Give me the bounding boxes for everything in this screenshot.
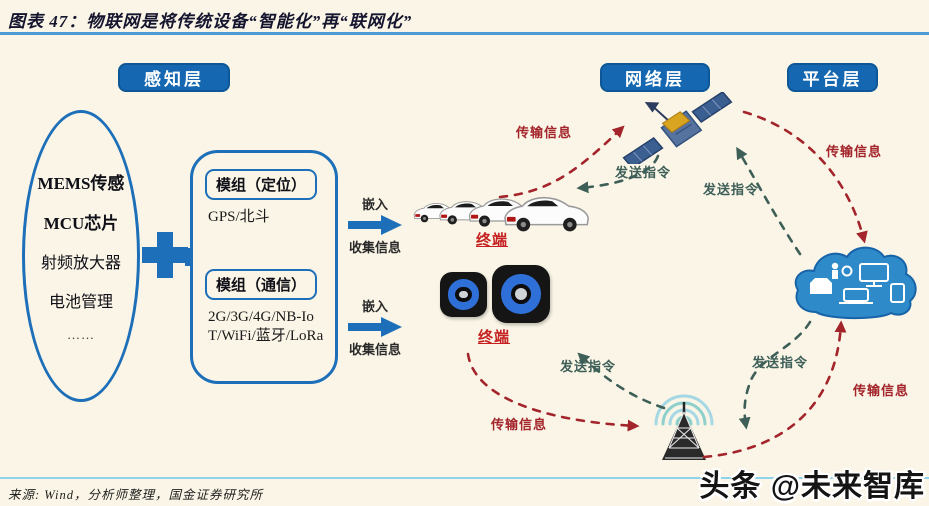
speaker-ring — [501, 274, 541, 314]
figure-title: 图表 47：物联网是将传统设备“智能化”再“联网化” — [8, 12, 413, 31]
module-positioning-body: GPS/北斗 — [208, 209, 270, 225]
collect-info-label: 收集信息 — [348, 342, 401, 357]
speaker-right-image — [492, 265, 550, 323]
terminal-label-cars: 终端 — [476, 233, 509, 249]
ellipse-item-rf: 射频放大器 — [40, 255, 121, 272]
embed-label: 嵌入 — [361, 197, 388, 212]
radio-tower-icon — [654, 394, 714, 460]
layer-pill-network: 网络层 — [600, 63, 710, 92]
embed-arrow-group-speakers: 嵌入 收集信息 — [346, 296, 404, 358]
title-divider — [0, 32, 929, 35]
source-note: 来源: Wind，分析师整理，国金证券研究所 — [8, 488, 263, 502]
right-arrow-icon — [348, 215, 402, 235]
ellipse-item-mcu: MCU芯片 — [43, 214, 119, 233]
module-positioning-title: 模组（定位） — [205, 169, 318, 200]
terminal-label-speakers: 终端 — [478, 330, 511, 346]
flow-label-transmit-info: 传输信息 — [826, 144, 883, 159]
flow-label-transmit-info: 传输信息 — [516, 125, 573, 140]
watermark-text: 头条 @未来智库 — [699, 470, 925, 503]
cloud-platform-icon — [794, 246, 917, 320]
embed-label: 嵌入 — [361, 299, 388, 314]
collect-info-label: 收集信息 — [348, 240, 401, 255]
speaker-left-image — [440, 272, 487, 317]
flow-label-send-command: 发送指令 — [752, 355, 809, 370]
layer-pill-perception: 感知层 — [118, 63, 230, 92]
right-arrow-icon — [348, 317, 402, 337]
layer-pill-platform: 平台层 — [787, 63, 878, 92]
module-box: 模组（定位） GPS/北斗 模组（通信） 2G/3G/4G/NB-IoT/WiF… — [185, 150, 338, 384]
ellipse-item-ellipsis: …… — [67, 327, 95, 342]
flow-label-transmit-info: 传输信息 — [853, 383, 910, 398]
embed-arrow-group-cars: 嵌入 收集信息 — [346, 194, 404, 256]
ellipse-item-battery: 电池管理 — [48, 294, 113, 311]
speaker-ring — [447, 279, 480, 310]
module-communication-title: 模组（通信） — [205, 268, 318, 300]
flow-label-send-command: 发送指令 — [615, 165, 672, 180]
satellite-icon — [622, 92, 733, 164]
flow-label-transmit-info: 传输信息 — [491, 417, 548, 432]
plus-icon — [142, 232, 188, 278]
flow-label-send-command: 发送指令 — [703, 182, 760, 197]
footer-divider — [0, 477, 929, 479]
components-ellipse: MEMS传感 MCU芯片 射频放大器 电池管理 …… — [22, 110, 140, 402]
flow-label-send-command: 发送指令 — [560, 359, 617, 374]
ellipse-item-mems: MEMS传感 — [37, 174, 125, 193]
module-communication-body: 2G/3G/4G/NB-IoT/WiFi/蓝牙/LoRa — [208, 308, 324, 344]
module-box-notch — [185, 248, 193, 266]
